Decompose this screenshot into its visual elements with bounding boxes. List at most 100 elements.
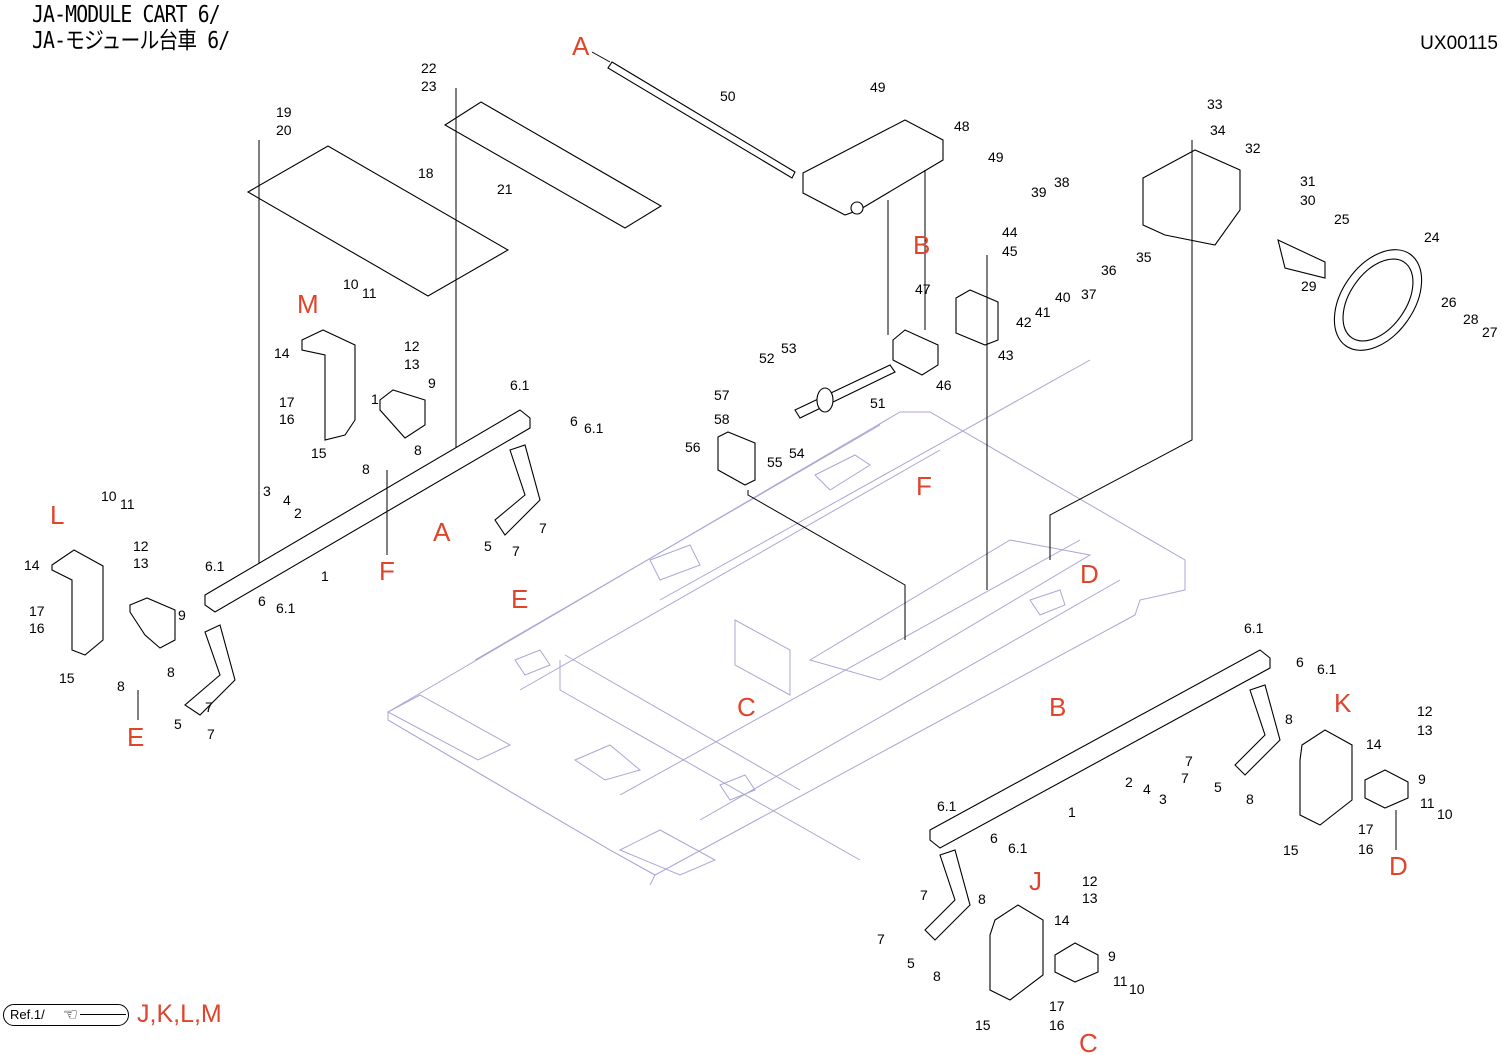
part-number-callout: 37 xyxy=(1081,286,1097,302)
part-number-callout: 12 xyxy=(1082,873,1098,889)
part-number-callout: 12 xyxy=(404,338,420,354)
ref-letter: A xyxy=(433,517,451,547)
part-number-callout: 7 xyxy=(207,726,215,742)
part-number-callout: 8 xyxy=(414,442,422,458)
part-number-callout: 15 xyxy=(311,445,327,461)
part-number-callout: 31 xyxy=(1300,173,1316,189)
part-number-callout: 18 xyxy=(418,165,434,181)
part-number-callout: 6 xyxy=(990,830,998,846)
part-number-callout: 51 xyxy=(870,395,886,411)
part-number-callout: 17 xyxy=(1358,821,1374,837)
pointer-line xyxy=(79,1014,126,1015)
support-14-M xyxy=(301,329,426,441)
part-number-callout: 10 xyxy=(1129,981,1145,997)
part-number-callout: 6.1 xyxy=(1244,620,1264,636)
part-number-callout: 5 xyxy=(1214,779,1222,795)
handwheel-24 xyxy=(1277,239,1423,351)
part-number-callout: 21 xyxy=(497,181,513,197)
part-number-callout: 17 xyxy=(29,603,45,619)
block-43 xyxy=(955,255,999,590)
part-number-callout: 5 xyxy=(174,716,182,732)
part-number-callout: 8 xyxy=(117,678,125,694)
part-number-callout: 35 xyxy=(1136,249,1152,265)
block-46 xyxy=(892,329,939,376)
part-number-callout: 6.1 xyxy=(205,558,225,574)
reference-targets: J,K,L,M xyxy=(137,1000,222,1028)
ref-letter: A xyxy=(572,31,590,61)
part-number-callout: 4 xyxy=(283,492,291,508)
part-number-callout: 7 xyxy=(877,931,885,947)
part-number-callout: 17 xyxy=(279,394,295,410)
part-number-callout: 11 xyxy=(1113,973,1128,989)
part-number-callout: 11 xyxy=(362,285,377,301)
part-number-callout: 9 xyxy=(1108,948,1116,964)
part-number-callout: 42 xyxy=(1016,314,1032,330)
part-number-callout: 29 xyxy=(1301,278,1317,294)
part-number-callout: 8 xyxy=(1285,711,1293,727)
part-number-callout: 14 xyxy=(1054,912,1070,928)
pointing-hand-icon: ☜ xyxy=(62,1004,78,1024)
document-id: UX00115 xyxy=(1420,33,1498,54)
part-number-callout: 53 xyxy=(781,340,797,356)
part-number-callout: 7 xyxy=(1181,770,1189,786)
part-number-callout: 4 xyxy=(1143,781,1151,797)
part-number-callout: 13 xyxy=(1417,722,1433,738)
reference-pill: Ref.1/ ☜ xyxy=(3,1003,129,1026)
part-number-callout: 43 xyxy=(998,347,1014,363)
part-number-callout: 8 xyxy=(1246,791,1254,807)
gearbox-32 xyxy=(1049,140,1241,560)
part-number-callout: 44 xyxy=(1002,224,1018,240)
part-number-callout: 16 xyxy=(279,411,295,427)
part-number-callout: 3 xyxy=(263,483,271,499)
ref-letter: C xyxy=(1079,1028,1098,1055)
part-number-callout: 2 xyxy=(294,505,302,521)
part-number-callout: 5 xyxy=(484,538,492,554)
part-number-callout: 22 xyxy=(421,60,437,76)
ref-letter: F xyxy=(379,556,395,586)
part-number-callout: 57 xyxy=(714,387,730,403)
screw-shaft-51 xyxy=(794,364,896,419)
part-number-callout: 9 xyxy=(1418,771,1426,787)
part-number-callout: 6.1 xyxy=(510,377,530,393)
part-number-callout: 23 xyxy=(421,78,437,94)
part-number-callout: 20 xyxy=(276,122,292,138)
part-number-callout: 9 xyxy=(428,375,436,391)
part-number-callout: 24 xyxy=(1424,229,1440,245)
bracket-48 xyxy=(802,119,944,335)
rail-1-right xyxy=(929,649,1397,850)
reference-note: Ref.1/ ☜ J,K,L,M xyxy=(3,1000,222,1029)
part-number-callout: 25 xyxy=(1334,211,1350,227)
part-number-callout: 6 xyxy=(258,593,266,609)
part-number-callout: 6.1 xyxy=(1317,661,1337,677)
ref-letter: B xyxy=(1049,692,1066,722)
ref-letter: K xyxy=(1334,688,1352,718)
part-number-callout: 1 xyxy=(321,568,329,584)
ref-letter: F xyxy=(916,471,932,501)
part-number-callout: 15 xyxy=(975,1017,991,1033)
plate-21 xyxy=(443,88,663,452)
part-number-callout: 15 xyxy=(59,670,75,686)
title-japanese: JA-モジュール台車 6/ xyxy=(32,28,230,54)
part-number-callout: 6.1 xyxy=(1008,840,1028,856)
ref-letter: E xyxy=(127,722,144,752)
ref-letter: L xyxy=(50,500,64,530)
part-number-callout: 12 xyxy=(1417,703,1433,719)
part-number-callout: 14 xyxy=(1366,736,1382,752)
part-number-callout: 50 xyxy=(720,88,736,104)
part-number-callout: 46 xyxy=(936,377,952,393)
rail-1-left xyxy=(204,409,541,613)
reference-label: Ref.1/ xyxy=(10,1007,45,1022)
part-number-callout: 52 xyxy=(759,350,775,366)
part-number-callout: 6 xyxy=(570,413,578,429)
part-number-callout: 8 xyxy=(167,664,175,680)
part-number-callout: 16 xyxy=(29,620,45,636)
part-number-callout: 10 xyxy=(101,488,117,504)
part-number-callout: 30 xyxy=(1300,192,1316,208)
part-number-callout: 14 xyxy=(274,345,290,361)
part-number-callout: 49 xyxy=(988,149,1004,165)
part-number-callout: 7 xyxy=(539,520,547,536)
part-number-callout: 8 xyxy=(933,968,941,984)
ref-letter: M xyxy=(297,289,319,319)
ref-letter: D xyxy=(1389,851,1408,881)
part-number-callout: 5 xyxy=(907,955,915,971)
